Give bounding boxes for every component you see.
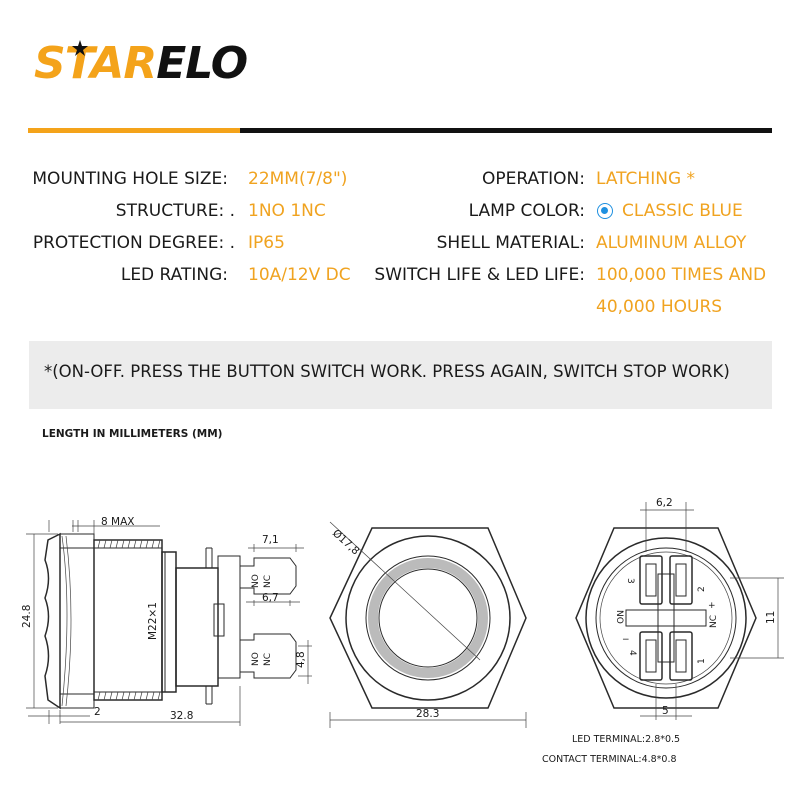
dim-7-1: 7,1 [262,534,279,546]
spec-label-protection: PROTECTION DEGREE: . [32,233,235,253]
dim-11: 11 [765,611,777,624]
pin-no: NO [614,610,624,624]
spec-label-shell: SHELL MATERIAL: [436,233,585,253]
dim-4-8: 4,8 [295,651,307,668]
pin-4: 4 [627,650,637,656]
length-title: LENGTH IN MILLIMETERS (MM) [42,428,223,440]
spec-label-led-rating: LED RATING: [120,265,228,285]
spec-label-lamp-color: LAMP COLOR: [468,201,585,221]
note-box [29,341,772,409]
spec-value-lamp-color: CLASSIC BLUE [622,201,743,221]
spec-label-structure: STRUCTURE: . [115,201,235,221]
dim-6-7: 6,7 [262,592,279,604]
side-view: 8 MAX 24.8 M22×1 2 32.8 7,1 6,7 4,8 NO N… [21,516,312,726]
front-view: Ø17,8 28.3 [329,521,527,728]
contact-terminal-spec: CONTACT TERMINAL:4.8*0.8 [542,754,677,765]
spec-value-life-2: 40,000 HOURS [596,297,723,317]
pin-1: 1 [697,658,707,664]
spec-label-life: SWITCH LIFE & LED LIFE: [374,265,585,285]
spec-value-shell: ALUMINUM ALLOY [596,233,747,253]
spec-value-led-rating: 10A/12V DC [248,265,351,285]
brand-logo: STARELO [34,38,248,90]
lamp-color-swatch [597,203,613,219]
terminal-label-nc-upper: NC [263,575,273,588]
terminal-label-nc-lower: NC [263,653,273,666]
pin-nc: NC [709,615,719,628]
spec-label-operation: OPERATION: [481,169,585,189]
spec-label-mounting: MOUNTING HOLE SIZE: [32,169,228,189]
operation-note: *(ON-OFF. PRESS THE BUTTON SWITCH WORK. … [44,362,730,381]
pin-plus: + [708,601,716,611]
pin-3: 3 [625,578,635,584]
header-rule-accent [28,128,240,133]
dim-28-3: 28.3 [416,708,439,720]
dim-6-2: 6,2 [656,497,673,509]
spec-value-life: 100,000 TIMES AND [596,265,767,285]
dim-32-8: 32.8 [170,710,193,722]
spec-value-operation: LATCHING * [596,169,696,189]
pin-2: 2 [697,586,707,592]
terminal-label-no-lower: NO [251,652,261,666]
dimension-drawing: 8 MAX 24.8 M22×1 2 32.8 7,1 6,7 4,8 NO N… [21,497,784,765]
star-icon [72,40,88,56]
dim-5: 5 [662,705,669,717]
pin-minus: − [622,635,630,645]
spec-value-structure: 1NO 1NC [248,201,326,221]
dim-thread: M22×1 [147,602,159,640]
brand-name-rest: ELO [156,38,248,89]
dim-2: 2 [94,706,101,718]
terminal-label-no-upper: NO [251,574,261,588]
spec-value-protection: IP65 [248,233,285,253]
header-rule [240,128,772,133]
lamp-color-dot [601,207,608,214]
back-view: 6,2 11 5 3 2 4 1 NO NC + − [575,497,784,720]
brand-name-star: STAR [34,38,157,89]
led-terminal-spec: LED TERMINAL:2.8*0.5 [572,734,680,745]
dim-8-max: 8 MAX [101,516,134,528]
dim-diameter: Ø17,8 [330,527,362,557]
dim-24-8: 24.8 [21,605,33,628]
spec-value-mounting: 22MM(7/8") [248,169,348,189]
